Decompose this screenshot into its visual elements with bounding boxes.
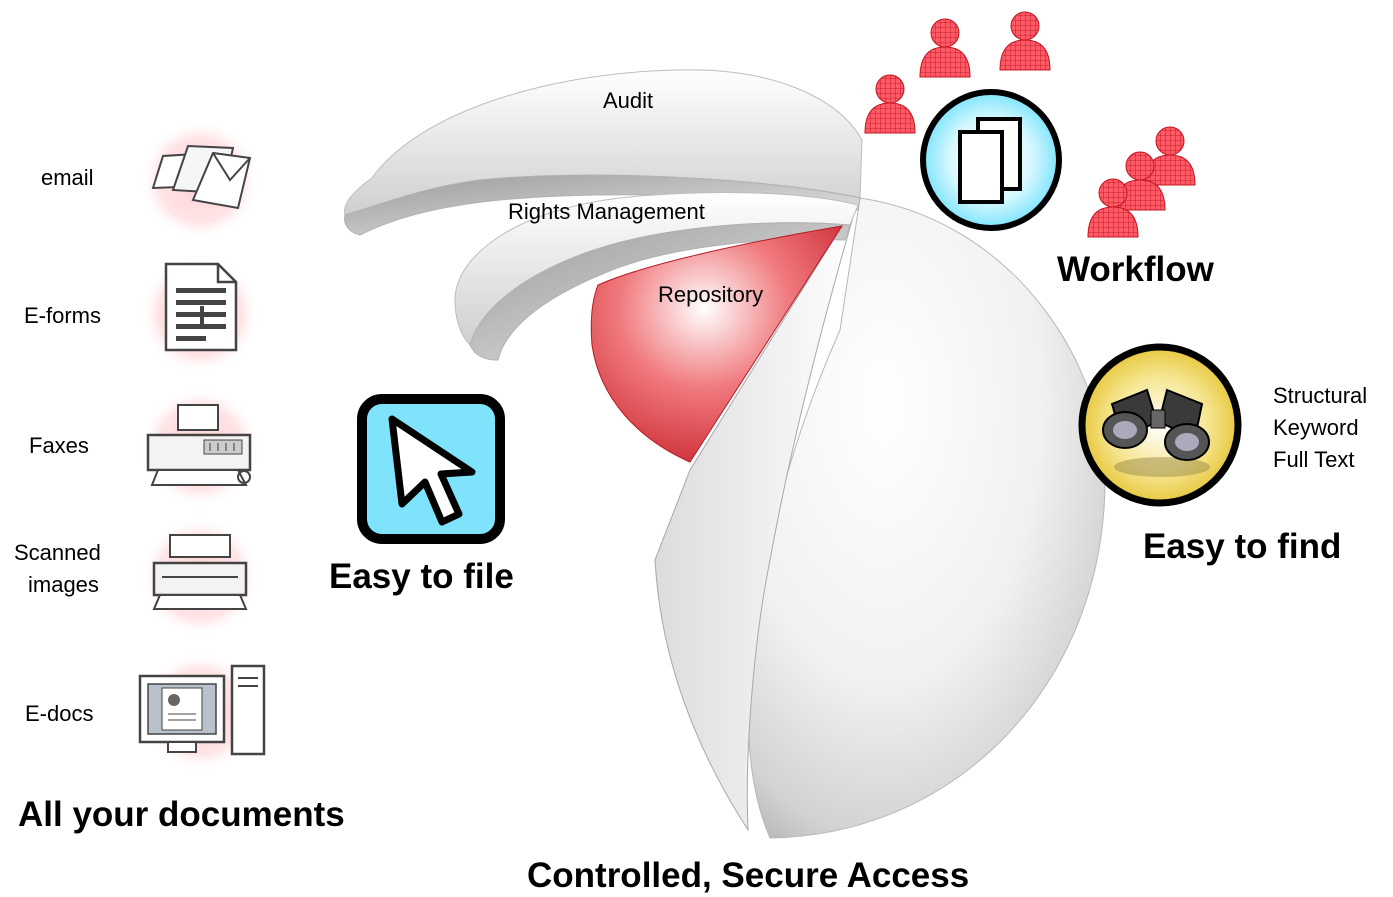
- computer-icon: [138, 648, 268, 777]
- fax-machine-icon: [138, 385, 262, 514]
- sphere-caption: Controlled, Secure Access: [527, 856, 970, 895]
- source-label-scanned-line2: images: [28, 572, 99, 597]
- search-heading: Easy to find: [1143, 527, 1342, 566]
- layer-label-repository: Repository: [658, 282, 764, 307]
- sources-heading: All your documents: [18, 795, 345, 834]
- workflow-heading: Workflow: [1057, 250, 1214, 289]
- person-icon: [864, 74, 916, 134]
- layer-label-rights-management: Rights Management: [508, 199, 705, 224]
- core-repository: [590, 225, 844, 463]
- form-document-icon: [138, 252, 262, 381]
- person-icon: [919, 18, 971, 78]
- mouse-pointer-icon: [357, 394, 505, 549]
- source-label-eforms: E-forms: [24, 303, 101, 328]
- search-method-fulltext: Full Text: [1273, 447, 1355, 472]
- binoculars-icon: [1077, 342, 1247, 517]
- source-label-email: email: [41, 165, 94, 190]
- filing-heading: Easy to file: [329, 557, 514, 596]
- layer-label-audit: Audit: [603, 88, 654, 113]
- person-icon: [999, 11, 1051, 71]
- source-label-faxes: Faxes: [29, 433, 89, 458]
- search-method-structural: Structural: [1273, 383, 1368, 408]
- source-label-scanned-line1: Scanned: [14, 540, 101, 565]
- scanner-icon: [138, 515, 262, 644]
- source-label-edocs: E-docs: [25, 701, 94, 726]
- person-icon: [1144, 126, 1196, 186]
- shell-audit: [343, 69, 863, 236]
- email-stack-icon: [138, 118, 262, 247]
- sphere-body: [654, 197, 1106, 839]
- documents-icon: [918, 87, 1064, 238]
- search-method-keyword: Keyword: [1273, 415, 1359, 440]
